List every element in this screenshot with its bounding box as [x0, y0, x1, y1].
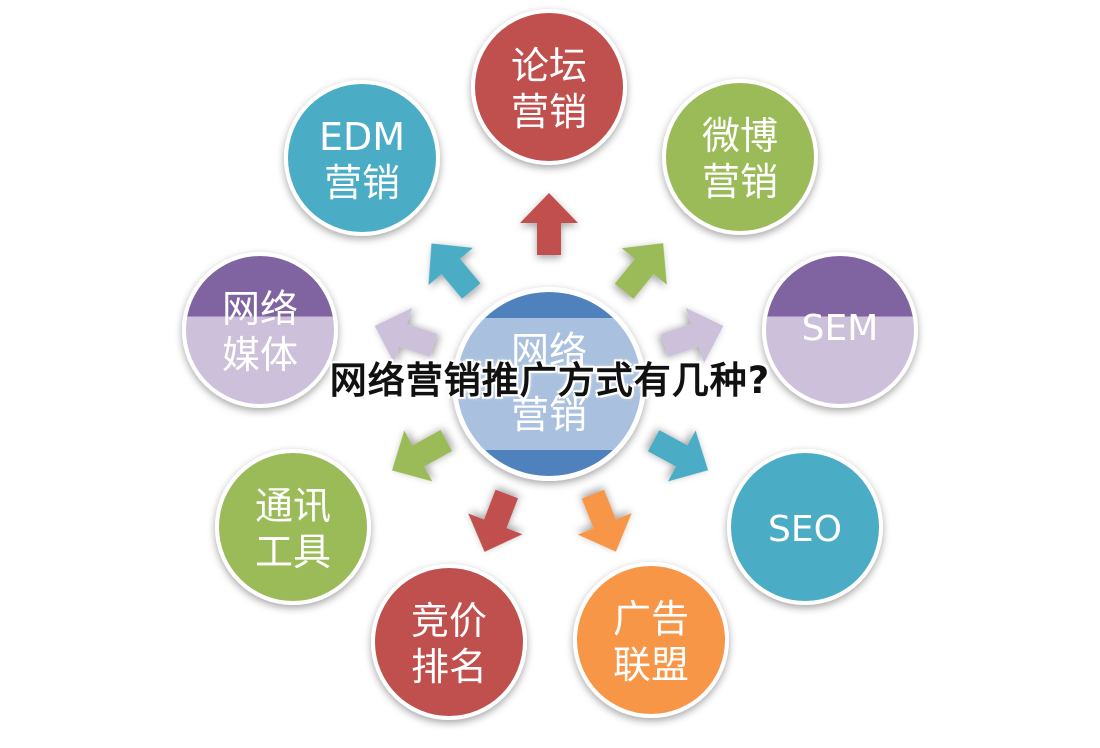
node-weibo-line2: 营销 — [702, 160, 778, 204]
node-forum-line2: 营销 — [511, 90, 587, 134]
node-im-line2: 工具 — [255, 530, 331, 574]
node-weibo-line1: 微博 — [702, 114, 778, 158]
node-edm-line2: 营销 — [324, 161, 400, 205]
arrow-bidding — [468, 489, 523, 552]
node-media-line2: 媒体 — [222, 333, 298, 377]
node-forum-line1: 论坛 — [511, 44, 587, 88]
overlay-title: 网络营销推广方式有几种? — [329, 359, 771, 402]
node-sem-line1: SEM — [802, 308, 879, 349]
arrow-ad — [577, 489, 632, 552]
arrow-edm — [428, 243, 481, 299]
center-line1: 网络 — [511, 329, 587, 373]
arrow-forum — [520, 193, 578, 255]
arrow-seo — [647, 430, 709, 482]
node-ad-line2: 联盟 — [613, 643, 689, 687]
arrow-sem — [660, 307, 724, 363]
center-line2: 营销 — [511, 393, 587, 437]
arrow-im — [391, 430, 453, 482]
node-seo: SEO — [727, 449, 883, 605]
node-edm-line1: EDM — [319, 115, 405, 159]
node-ad-line1: 广告 — [613, 597, 689, 641]
node-bidding-line2: 排名 — [411, 645, 487, 689]
center-node: 网络营销 — [452, 287, 646, 481]
node-seo-line1: SEO — [768, 509, 842, 550]
arrow-weibo — [614, 243, 667, 299]
node-media-line1: 网络 — [222, 287, 298, 331]
node-im-line1: 通讯 — [255, 484, 331, 528]
node-bidding-line1: 竞价 — [411, 599, 487, 643]
arrow-media — [374, 307, 438, 363]
